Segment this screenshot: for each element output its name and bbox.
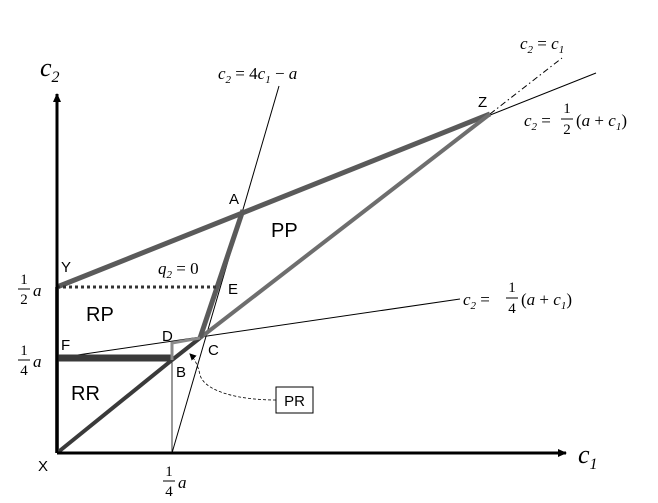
- tick-label-quarter-a-x: 1 4 a: [163, 464, 187, 500]
- y-axis-label: c2: [40, 53, 60, 86]
- label-c2-eq-4c1-minus-a: c2 = 4c1 − a: [218, 64, 297, 86]
- boundary-b-c: [170, 336, 202, 362]
- point-label-d: D: [162, 328, 173, 345]
- label-c2-eq-half-a-plus-c1: c2 = 1 2 (a + c1): [524, 101, 627, 138]
- svg-text:4: 4: [20, 363, 28, 379]
- svg-text:(a + c1): (a + c1): [521, 290, 572, 312]
- label-c2-eq-c1: c2 = c1: [520, 34, 564, 56]
- q2-zero-label: q2 = 0: [158, 259, 199, 281]
- svg-text:c2 =: c2 =: [524, 111, 551, 133]
- point-label-z: Z: [478, 94, 487, 111]
- svg-text:1: 1: [20, 343, 28, 359]
- tick-label-half-a: 1 2 a: [18, 272, 42, 308]
- x-axis-label: c1: [578, 440, 598, 473]
- point-label-x: X: [38, 458, 48, 475]
- label-c2-eq-quarter-a-plus-c1: c2 = 1 4 (a + c1): [463, 280, 572, 317]
- boundary-x-b: [55, 358, 174, 455]
- point-label-b: B: [176, 364, 186, 381]
- pr-callout-arrow: [189, 353, 277, 401]
- svg-text:2: 2: [20, 292, 28, 308]
- svg-text:1: 1: [508, 280, 516, 296]
- boundary-d-triangle: [170, 336, 201, 360]
- boundary-a-c: [197, 209, 246, 339]
- line-c2-eq-c1-dashdot: [489, 57, 563, 115]
- svg-text:1: 1: [563, 101, 571, 117]
- line-c2-eq-quarter-a-plus-c1: [56, 298, 461, 359]
- point-label-y: Y: [61, 259, 71, 276]
- svg-text:4: 4: [165, 484, 173, 500]
- tick-label-quarter-a-y: 1 4 a: [18, 343, 42, 379]
- point-label-f: F: [61, 337, 70, 354]
- region-label-rp: RP: [86, 304, 114, 326]
- region-label-pp: PP: [271, 220, 298, 242]
- svg-text:(a + c1): (a + c1): [576, 111, 627, 133]
- svg-text:1: 1: [20, 272, 28, 288]
- svg-text:a: a: [33, 352, 42, 371]
- svg-text:2: 2: [563, 122, 571, 138]
- region-label-pr: PR: [284, 393, 305, 410]
- svg-text:1: 1: [165, 464, 173, 480]
- boundary-y-z: [56, 111, 491, 290]
- region-label-rr: RR: [71, 383, 100, 405]
- point-label-a: A: [229, 191, 239, 208]
- pr-label-box: [275, 386, 314, 414]
- svg-text:4: 4: [508, 301, 516, 317]
- svg-text:c2 =: c2 =: [463, 290, 490, 312]
- svg-text:a: a: [33, 281, 42, 300]
- svg-text:a: a: [178, 473, 187, 492]
- point-label-e: E: [228, 281, 238, 298]
- point-label-c: C: [208, 342, 219, 359]
- boundary-x-z: [198, 112, 492, 340]
